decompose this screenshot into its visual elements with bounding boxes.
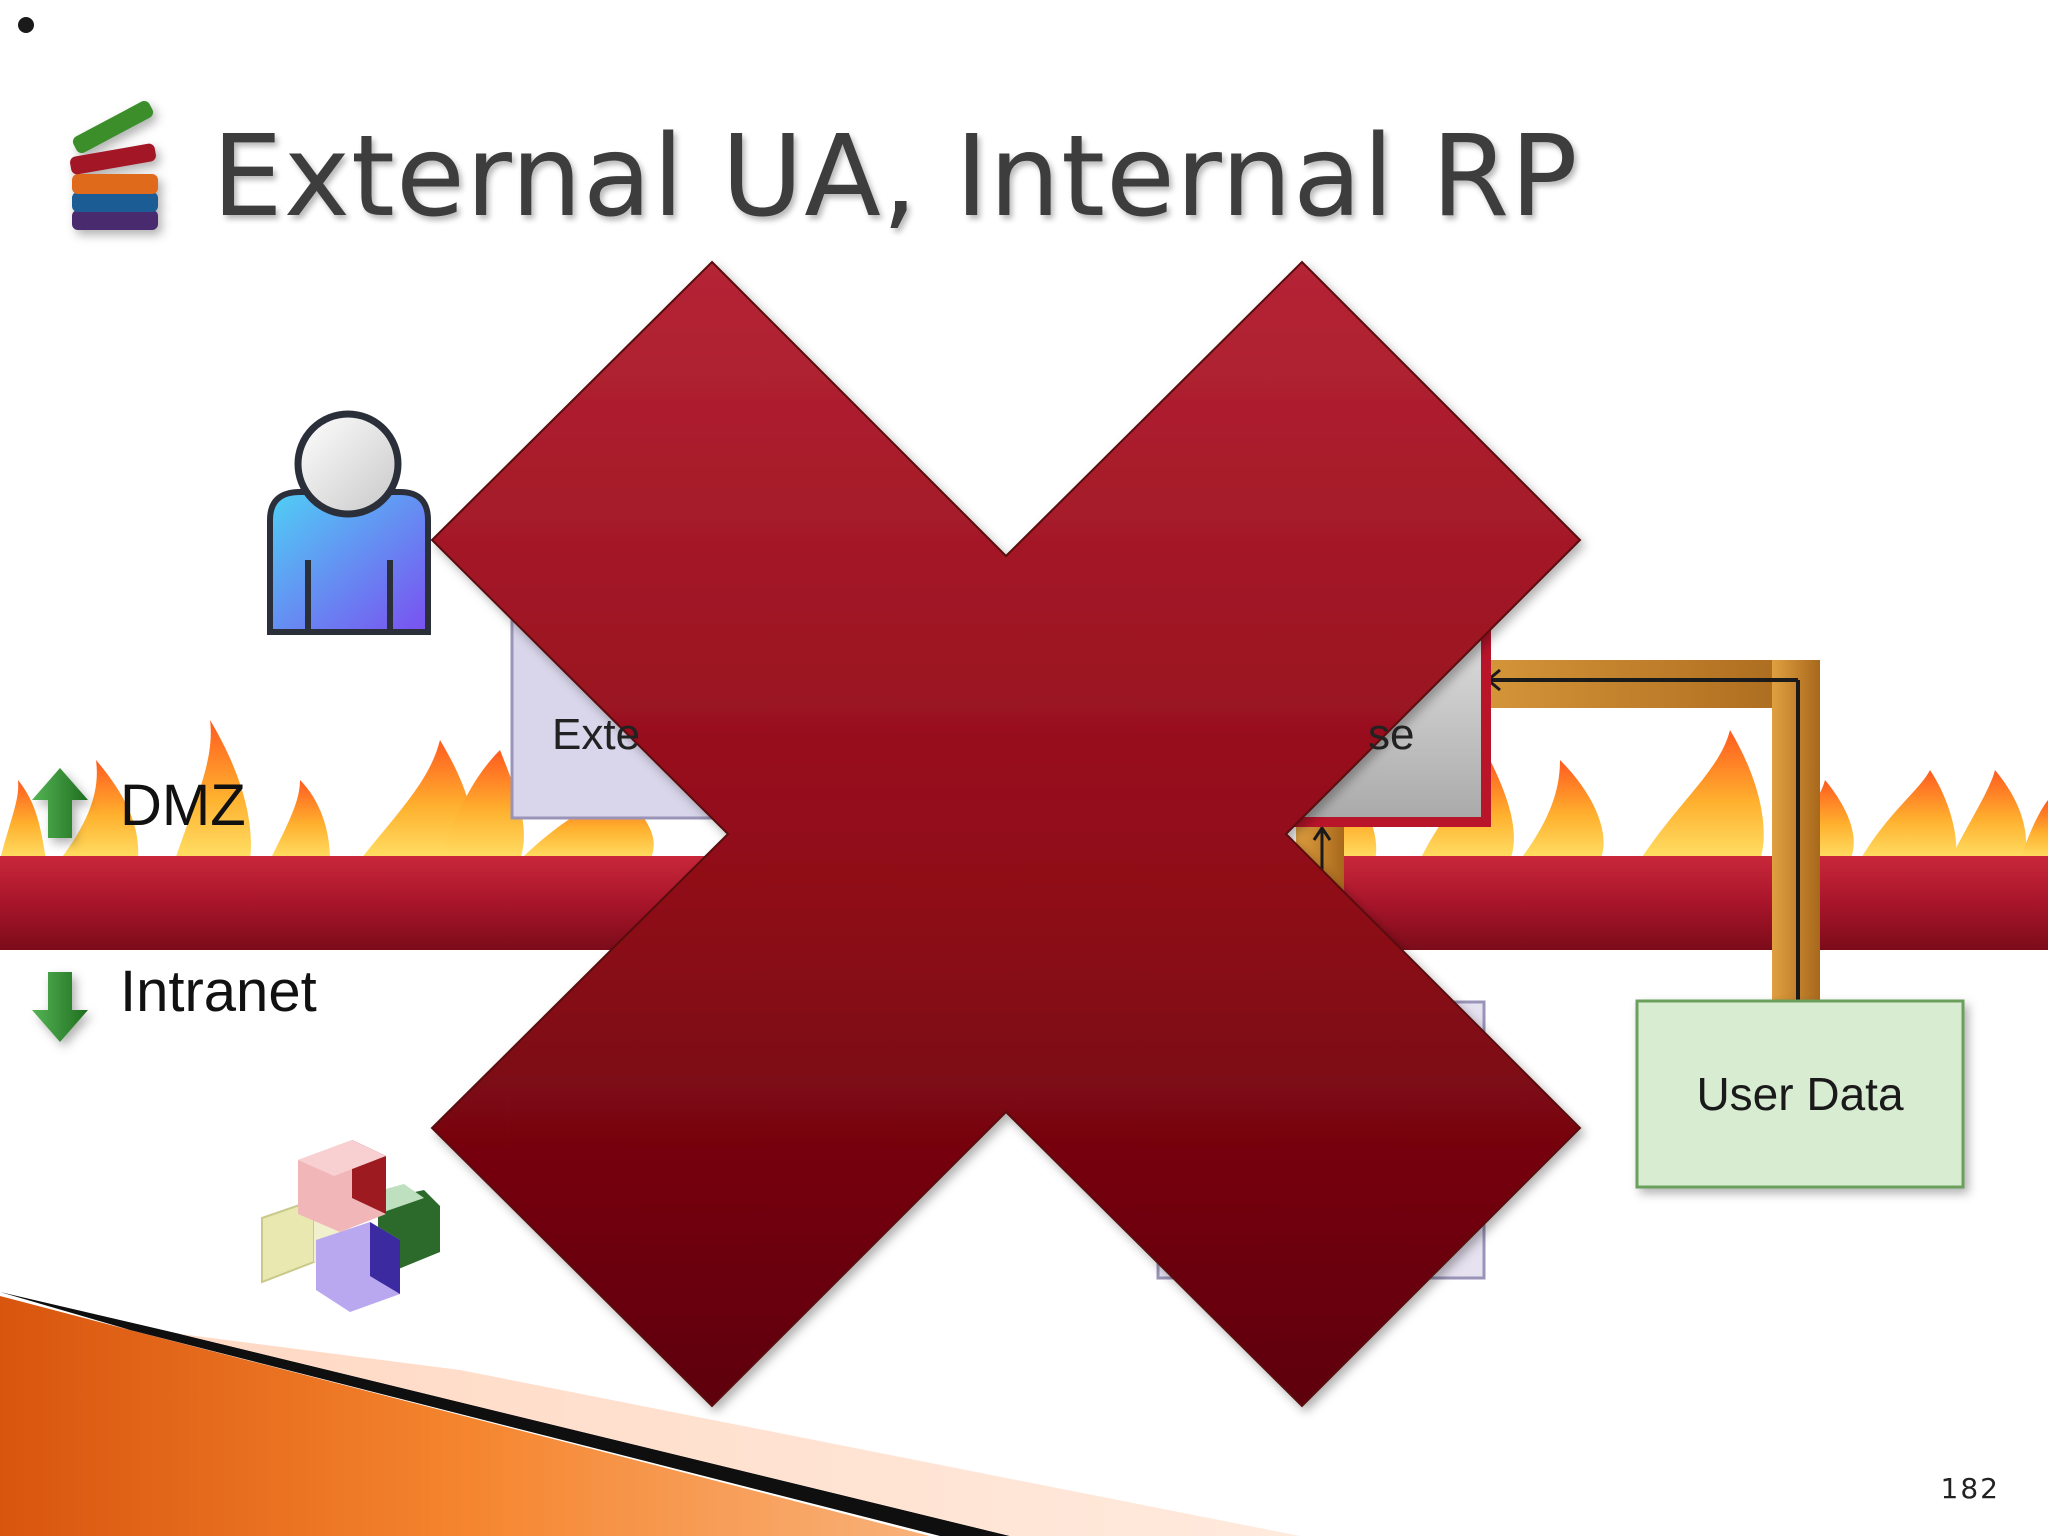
- decorative-sweep: [0, 1292, 1300, 1536]
- red-x-icon: [430, 260, 1582, 1408]
- slide-title: External UA, Internal RP: [212, 112, 1579, 242]
- intranet-label: Intranet: [120, 959, 317, 1024]
- arrow-up-icon: [32, 768, 88, 838]
- component-cubes-icon: [261, 1140, 440, 1312]
- corner-bullet: [18, 17, 34, 33]
- dmz-label: DMZ: [120, 773, 246, 838]
- user-data-box: [1635, 999, 1965, 1189]
- books-stack-icon: [70, 100, 158, 230]
- arrow-down-icon: [32, 972, 88, 1042]
- page-number: 182: [1940, 1472, 2000, 1505]
- external-box-label: Exte: [552, 710, 641, 759]
- user-person-icon: [267, 410, 431, 635]
- user-data-label: User Data: [1696, 1068, 1904, 1120]
- identity-box-label: se: [1368, 710, 1415, 759]
